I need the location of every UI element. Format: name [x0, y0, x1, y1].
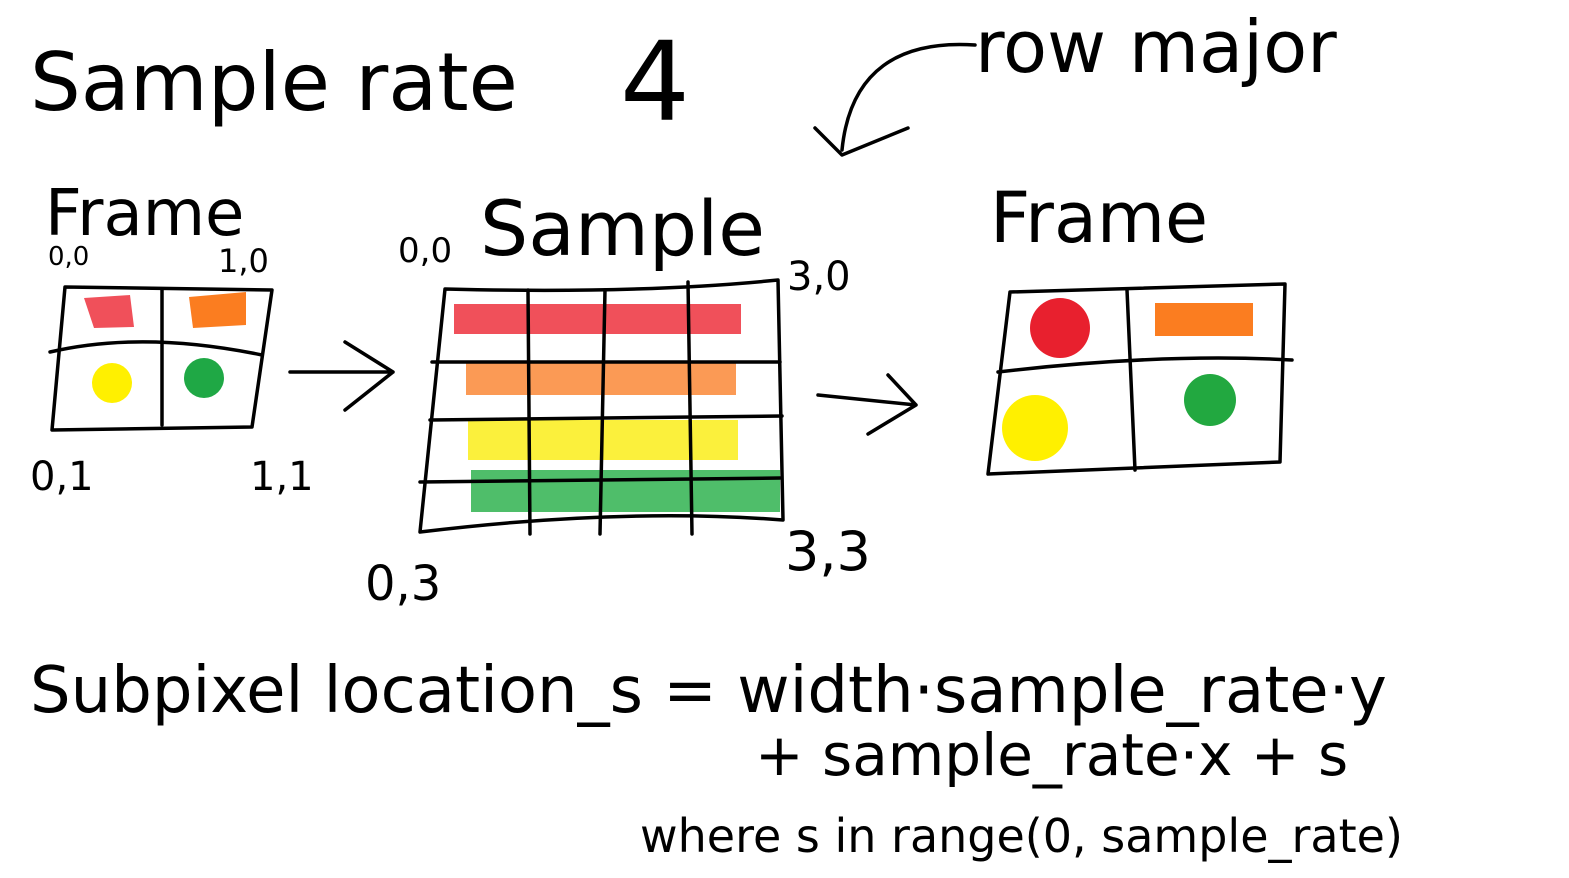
arrow-frame-to-sample	[288, 340, 395, 412]
sample-rate-value: 4	[620, 18, 690, 146]
sample-corner-top-right: 3,0	[787, 254, 851, 300]
sample-corner-top-left: 0,0	[398, 231, 452, 271]
left-corner-bottom-right: 1,1	[250, 454, 314, 500]
formula-line-2: + sample_rate·x + s	[755, 721, 1348, 789]
left-frame-grid	[48, 285, 274, 432]
sample-rate-label: Sample rate	[30, 36, 518, 129]
left-cell-red-square	[84, 295, 134, 328]
sample-row-orange	[466, 363, 736, 395]
left-frame-title: Frame	[45, 177, 244, 251]
left-corner-top-left: 0,0	[48, 242, 89, 272]
sample-row-red	[454, 304, 741, 334]
right-frame-title: Frame	[990, 177, 1208, 259]
left-cell-green-circle	[184, 358, 224, 398]
row-major-arrow	[813, 42, 977, 157]
sample-corner-bottom-left: 0,3	[365, 556, 441, 612]
arrow-sample-to-frame	[816, 373, 918, 436]
sample-corner-bottom-right: 3,3	[785, 520, 871, 583]
formula-line-1: Subpixel location_s = width·sample_rate·…	[30, 654, 1387, 728]
sample-grid-lines	[418, 278, 785, 536]
left-corner-bottom-left: 0,1	[30, 454, 94, 500]
left-corner-top-right: 1,0	[218, 242, 269, 280]
right-cell-red-circle	[1030, 298, 1090, 358]
row-major-label: row major	[975, 5, 1337, 89]
left-cell-orange-square	[189, 292, 246, 328]
formula-line-3: where s in range(0, sample_rate)	[640, 809, 1403, 863]
left-cell-yellow-circle	[92, 363, 132, 403]
sample-grid-title: Sample	[480, 184, 765, 273]
right-cell-yellow-circle	[1002, 395, 1068, 461]
right-frame-grid	[986, 282, 1294, 476]
right-cell-green-circle	[1184, 374, 1236, 426]
sample-row-green	[471, 470, 780, 512]
right-cell-orange-square	[1155, 303, 1253, 336]
